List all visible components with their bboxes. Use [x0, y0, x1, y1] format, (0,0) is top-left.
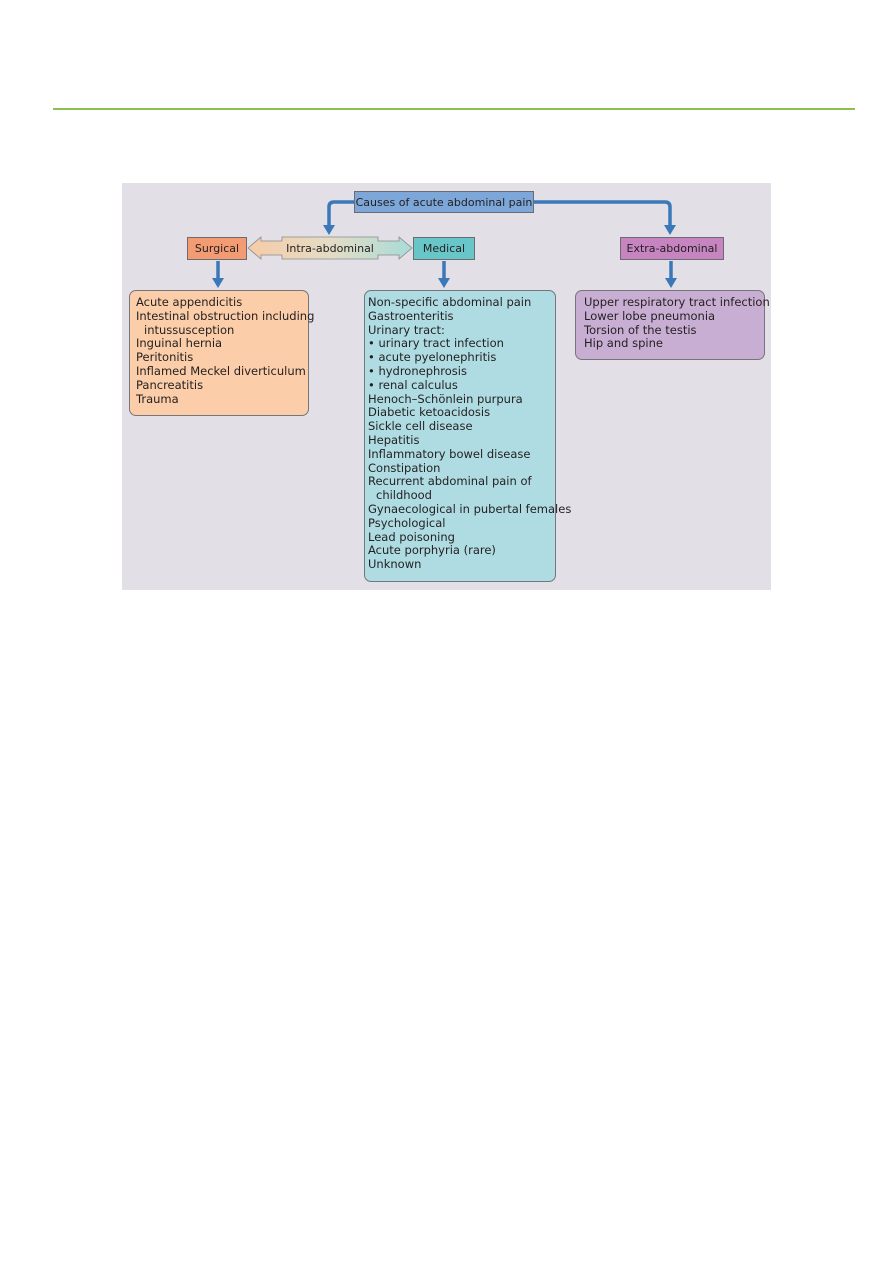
medical-item: Gynaecological in pubertal females: [368, 501, 572, 516]
medical-item: Hepatitis: [368, 432, 420, 447]
medical-item: Diabetic ketoacidosis: [368, 405, 491, 420]
medical-item: • acute pyelonephritis: [368, 350, 497, 365]
surgical-item: intussusception: [144, 322, 235, 337]
connector-root-extra: [534, 200, 672, 226]
medical-node: Medical: [413, 237, 475, 260]
surgical-item: Inflamed Meckel diverticulum: [136, 363, 306, 378]
surgical-item: Inguinal hernia: [136, 336, 223, 351]
medical-item: Acute porphyria (rare): [368, 543, 496, 558]
diagram-panel: Causes of acute abdominal pain Surgical …: [122, 183, 771, 590]
medical-item: Non-specific abdominal pain: [368, 295, 532, 309]
intra-abdominal-node: Intra-abdominal: [286, 242, 374, 255]
surgical-node: Surgical: [187, 237, 247, 260]
medical-item: Sickle cell disease: [368, 419, 473, 434]
extra-item: Upper respiratory tract infection: [584, 295, 770, 309]
medical-item: Gastroenteritis: [368, 308, 454, 323]
extra-abdominal-node: Extra-abdominal: [620, 237, 724, 260]
medical-causes-box: Non-specific abdominal pain Gastroenteri…: [364, 290, 572, 582]
extra-abdominal-causes-box: Upper respiratory tract infection Lower …: [575, 290, 770, 360]
extra-item: Torsion of the testis: [584, 322, 697, 337]
arrowhead-root-extra: [664, 225, 676, 235]
medical-item: • hydronephrosis: [368, 363, 467, 378]
extra-item: Hip and spine: [584, 336, 663, 351]
surgical-causes-box: Acute appendicitis Intestinal obstructio…: [129, 290, 315, 416]
medical-item: Recurrent abdominal pain of: [368, 474, 532, 489]
surgical-item: Acute appendicitis: [136, 295, 243, 309]
extra-item: Lower lobe pneumonia: [584, 308, 716, 323]
medical-item: Unknown: [368, 557, 422, 572]
surgical-item: Trauma: [136, 391, 179, 406]
medical-item: Psychological: [368, 515, 446, 530]
arrowhead-root-intra: [323, 225, 335, 235]
medical-item: Urinary tract:: [368, 322, 445, 337]
arrowhead-extra: [665, 278, 677, 288]
intra-abdominal-arrow: [247, 236, 413, 260]
medical-item: Inflammatory bowel disease: [368, 446, 531, 461]
medical-item: childhood: [376, 488, 432, 503]
surgical-item: Peritonitis: [136, 350, 194, 365]
medical-item: Constipation: [368, 460, 441, 475]
surgical-item: Pancreatitis: [136, 377, 204, 392]
medical-item: Henoch–Schönlein purpura: [368, 391, 523, 406]
medical-item: • renal calculus: [368, 377, 458, 392]
header-rule: [53, 108, 855, 110]
arrowhead-surgical: [212, 278, 224, 288]
connector-root-intra: [327, 200, 354, 226]
root-node: Causes of acute abdominal pain: [354, 191, 534, 213]
medical-item: Lead poisoning: [368, 529, 455, 544]
medical-item: • urinary tract infection: [368, 336, 504, 351]
connectors: [212, 200, 677, 288]
surgical-item: Intestinal obstruction including: [136, 308, 315, 323]
arrowhead-medical: [438, 278, 450, 288]
